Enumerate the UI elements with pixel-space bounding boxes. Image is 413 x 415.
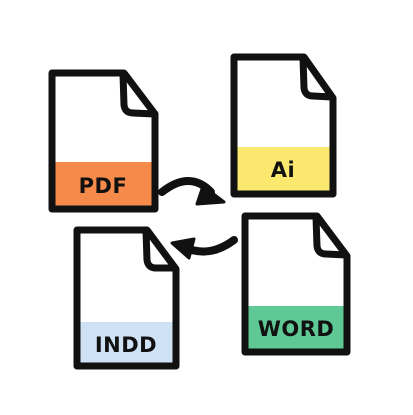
indd-file-icon: INDD [73, 226, 180, 370]
pdf-file-icon: PDF [48, 69, 159, 213]
indd-label: INDD [95, 333, 157, 357]
ai-label: Ai [271, 158, 295, 182]
ai-file-icon: Ai [230, 53, 337, 198]
arrow-right-curved-icon [158, 177, 226, 206]
conversion-cycle-icon [158, 177, 238, 260]
word-color-band [245, 306, 347, 352]
word-file-icon: WORD [241, 212, 351, 356]
pdf-color-band [52, 162, 155, 209]
arrow-left-curved-icon [170, 236, 238, 260]
ai-color-band [234, 147, 333, 194]
word-label: WORD [258, 317, 335, 341]
indd-color-band [77, 322, 176, 366]
pdf-label: PDF [79, 174, 128, 198]
